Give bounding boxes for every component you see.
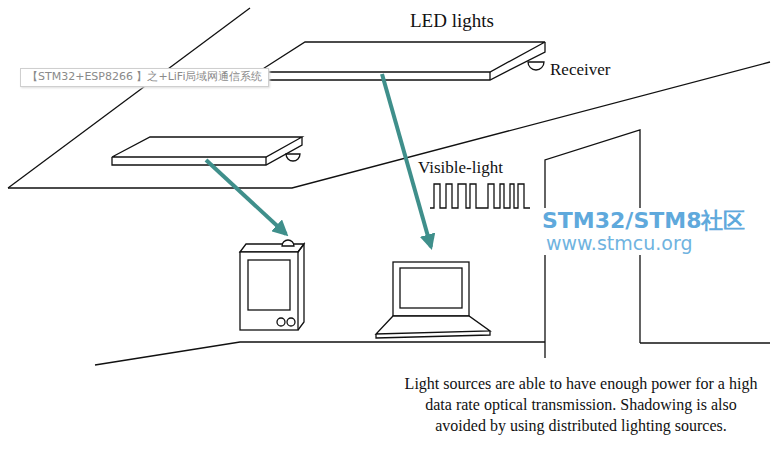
part-label: Receiver — [550, 60, 610, 80]
watermark: STM32/STM8社区 — [540, 208, 747, 233]
laptop-device — [376, 262, 490, 338]
light-signal — [430, 184, 530, 208]
floor-edge — [640, 342, 770, 343]
tablet-device — [240, 240, 304, 330]
floor-edge — [95, 342, 545, 365]
ceiling-edge — [8, 62, 770, 188]
ceiling-edge — [8, 8, 250, 188]
note-text: Light sources are able to have enough po… — [400, 374, 762, 436]
title-label: LED lights — [410, 10, 494, 32]
light-beam — [206, 160, 286, 234]
receiver-symbol — [528, 62, 544, 70]
watermark: www.stmcu.org — [544, 233, 694, 255]
led-panel — [258, 42, 545, 80]
caption-tag: 【STM32+ESP8266 】之+LiFi局域网通信系统 — [20, 68, 269, 87]
signal-label: Visible-light — [418, 158, 503, 178]
receiver-symbol — [286, 154, 300, 161]
